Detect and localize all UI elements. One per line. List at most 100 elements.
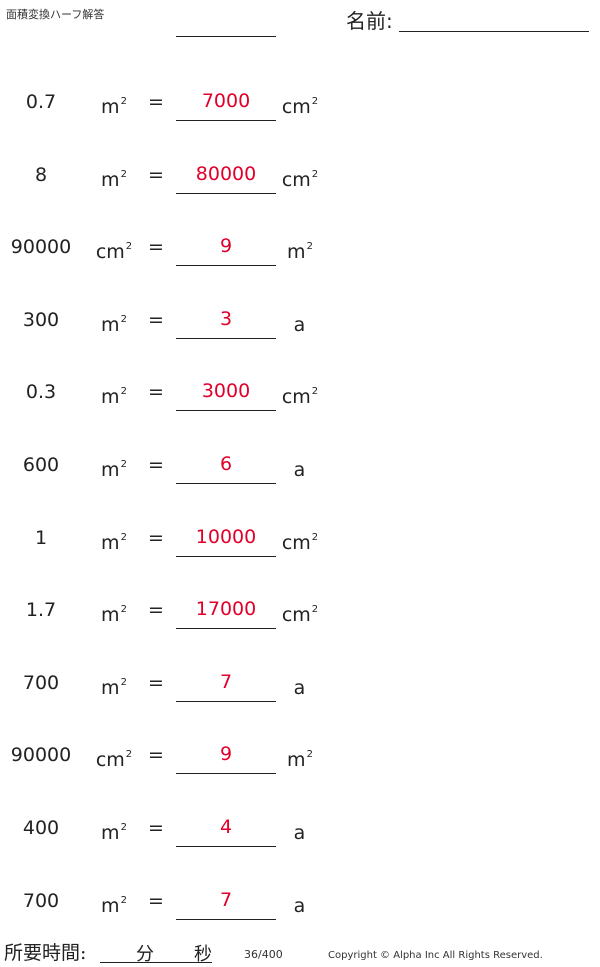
- answer-field[interactable]: 9: [176, 735, 276, 774]
- from-unit: m2: [94, 82, 134, 127]
- squared-mark: 2: [120, 822, 127, 833]
- worksheet-title: 面積変換ハーフ解答: [6, 8, 105, 21]
- equals-sign: =: [148, 309, 164, 331]
- answer-field[interactable]: 9: [176, 227, 276, 266]
- to-unit: cm2: [280, 518, 320, 563]
- time-field[interactable]: 分 秒: [100, 940, 212, 965]
- unit-text: cm: [95, 749, 125, 771]
- equals-sign: =: [148, 744, 164, 766]
- equals-sign: =: [148, 236, 164, 258]
- to-unit: cm2: [280, 155, 320, 200]
- equals-sign: =: [148, 454, 164, 476]
- squared-mark: 2: [311, 604, 319, 615]
- squared-mark: 2: [311, 96, 319, 107]
- footer: 所要時間: 分 秒 36/400 Copyright © Alpha Inc A…: [0, 936, 600, 966]
- problem-value: 600: [22, 454, 60, 476]
- answer-field[interactable]: 80000: [176, 155, 276, 194]
- squared-mark: 2: [306, 241, 313, 252]
- answer-field[interactable]: 6: [176, 445, 276, 484]
- minutes-label: 分: [136, 944, 154, 965]
- squared-mark: 2: [311, 169, 319, 180]
- problem-value: 90000: [10, 236, 72, 258]
- squared-mark: 2: [311, 386, 319, 397]
- copyright: Copyright © Alpha Inc All Rights Reserve…: [328, 950, 543, 961]
- unit-text: m: [101, 96, 120, 118]
- answer-field[interactable]: 4: [176, 808, 276, 847]
- answer-field[interactable]: 7: [176, 663, 276, 702]
- answer-field[interactable]: 17000: [176, 590, 276, 629]
- squared-mark: 2: [311, 532, 319, 543]
- unit-text: m: [101, 677, 120, 699]
- from-unit: cm2: [94, 735, 134, 780]
- from-unit: m2: [94, 590, 134, 635]
- name-field-line[interactable]: .: [398, 13, 589, 34]
- unit-text: m: [287, 749, 306, 771]
- unit-text: m: [287, 241, 306, 263]
- unit-text: m: [101, 895, 120, 917]
- name-label: 名前:: [346, 9, 393, 33]
- problem-value: 0.3: [25, 381, 57, 403]
- to-unit: cm2: [280, 82, 320, 127]
- name-area: 名前: .: [346, 6, 589, 34]
- from-unit: m2: [94, 881, 134, 926]
- to-unit: a: [280, 445, 320, 490]
- unit-text: a: [293, 677, 306, 699]
- squared-mark: 2: [120, 314, 127, 325]
- squared-mark: 2: [120, 96, 127, 107]
- to-unit: cm2: [280, 372, 320, 417]
- squared-mark: 2: [125, 749, 133, 760]
- unit-text: cm: [281, 386, 311, 408]
- time-label: 所要時間:: [4, 942, 87, 964]
- unit-text: cm: [281, 169, 311, 191]
- equals-sign: =: [148, 599, 164, 621]
- problem-value: 300: [22, 309, 60, 331]
- to-unit: a: [280, 663, 320, 708]
- answer-field[interactable]: 7000: [176, 82, 276, 121]
- unit-text: cm: [281, 604, 311, 626]
- score-line: [176, 36, 276, 37]
- problem-value: 0.7: [25, 91, 57, 113]
- unit-text: a: [293, 822, 306, 844]
- unit-text: a: [293, 895, 306, 917]
- unit-text: cm: [281, 96, 311, 118]
- to-unit: m2: [280, 227, 320, 272]
- equals-sign: =: [148, 817, 164, 839]
- equals-sign: =: [148, 164, 164, 186]
- squared-mark: 2: [120, 532, 127, 543]
- to-unit: a: [280, 881, 320, 926]
- unit-text: a: [293, 459, 306, 481]
- problem-value: 400: [22, 817, 60, 839]
- answer-field[interactable]: 3000: [176, 372, 276, 411]
- answer-field[interactable]: 10000: [176, 518, 276, 557]
- problem-value: 1.7: [25, 599, 57, 621]
- unit-text: m: [101, 386, 120, 408]
- squared-mark: 2: [120, 169, 127, 180]
- squared-mark: 2: [120, 895, 127, 906]
- page-number: 36/400: [244, 948, 283, 961]
- from-unit: cm2: [94, 227, 134, 272]
- seconds-label: 秒: [194, 944, 212, 965]
- equals-sign: =: [148, 91, 164, 113]
- from-unit: m2: [94, 445, 134, 490]
- to-unit: cm2: [280, 590, 320, 635]
- answer-field[interactable]: 3: [176, 300, 276, 339]
- equals-sign: =: [148, 527, 164, 549]
- from-unit: m2: [94, 518, 134, 563]
- name-line-dot: .: [584, 25, 587, 34]
- to-unit: m2: [280, 735, 320, 780]
- unit-text: m: [101, 169, 120, 191]
- squared-mark: 2: [120, 386, 127, 397]
- problem-value: 700: [22, 672, 60, 694]
- from-unit: m2: [94, 663, 134, 708]
- answer-field[interactable]: 7: [176, 881, 276, 920]
- unit-text: m: [101, 532, 120, 554]
- squared-mark: 2: [120, 459, 127, 470]
- to-unit: a: [280, 300, 320, 345]
